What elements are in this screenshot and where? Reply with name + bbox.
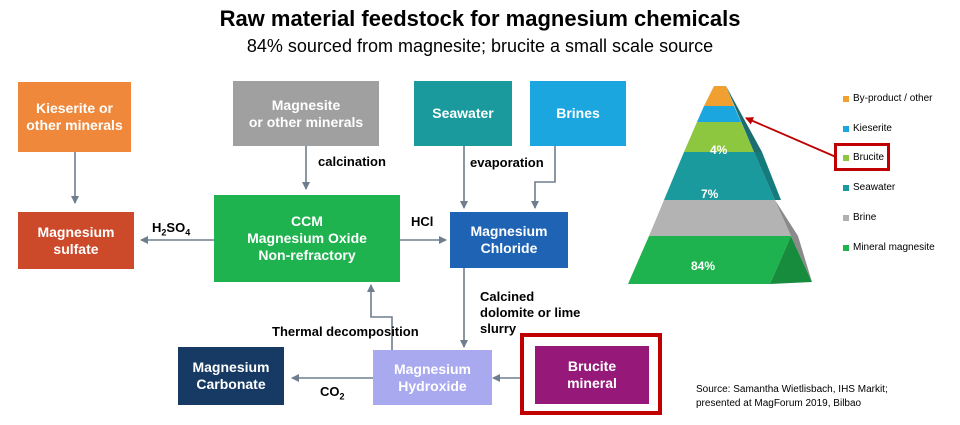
legend-label: Seawater [853, 182, 896, 193]
pyramid-front-brine [649, 200, 791, 236]
page-subtitle: 84% sourced from magnesite; brucite a sm… [246, 36, 714, 56]
pyramid-front-byproduct [704, 86, 734, 106]
evaporation-label: evaporation [470, 155, 544, 170]
kieserite-node: Kieserite or other minerals [18, 82, 131, 152]
magnesium-carbonate-node: Magnesium Carbonate [178, 347, 284, 405]
ccm-node: CCM Magnesium Oxide Non-refractory [214, 195, 400, 282]
seawater-node: Seawater [414, 81, 512, 146]
brucite-highlight-frame [520, 333, 662, 415]
page-title: Raw material feedstock for magnesium che… [219, 6, 741, 31]
legend-item-brucite: Brucite [843, 152, 884, 163]
pyramid-front-brucite [684, 122, 754, 152]
calcined-dolomite-label: Calcined dolomite or lime slurry [480, 289, 581, 336]
pyramid-side-seawater [754, 152, 781, 200]
legend-swatch [843, 154, 849, 161]
legend-label: Mineral magnesite [853, 242, 935, 253]
hcl-label: HCl [411, 214, 434, 229]
legend-swatch [843, 184, 849, 191]
legend-swatch [843, 125, 849, 132]
pyramid-front-magnesite [628, 236, 791, 284]
kieserite-label: Kieserite or other minerals [26, 100, 123, 133]
seawater-label: Seawater [432, 105, 494, 121]
legend-item-brine: Brine [843, 212, 876, 223]
magnesium-hydroxide-node: Magnesium Hydroxide [373, 350, 492, 405]
legend-item-seawater: Seawater [843, 182, 895, 193]
co2-sub: 2 [339, 391, 345, 402]
brines-label: Brines [556, 105, 600, 121]
pyramid-front-seawater [664, 152, 775, 200]
thermal-decomposition-label: Thermal decomposition [272, 324, 419, 339]
pyramid-side-magnesite [770, 236, 812, 284]
legend-item-magnesite: Mineral magnesite [843, 242, 935, 253]
h2so4-sub2: 4 [185, 227, 191, 238]
h2so4-sub1: 2 [161, 227, 167, 238]
pyramid-side-upper [726, 86, 762, 152]
arrow-legend-to-pyramid [745, 117, 837, 158]
legend-swatch [843, 244, 849, 251]
co2-co: CO [320, 384, 340, 399]
calcination-label: calcination [318, 154, 386, 169]
pyramid-side-brine [775, 200, 812, 282]
magnesium-hydroxide-label: Magnesium Hydroxide [393, 360, 471, 394]
pyramid-label-seawater: 4% [710, 143, 728, 157]
arrow-brines-to-chloride [531, 146, 556, 209]
h2so4-h: H [152, 220, 162, 235]
magnesium-sulfate-node: Magnesium sulfate [18, 212, 134, 269]
brines-node: Brines [530, 81, 626, 146]
arrow-hydroxide-to-ccm [367, 284, 393, 350]
legend-swatch [843, 95, 849, 102]
legend-brucite-highlight [834, 143, 890, 171]
magnesium-sulfate-label: Magnesium sulfate [37, 223, 115, 257]
magnesium-carbonate-label: Magnesium Carbonate [192, 359, 270, 392]
legend-swatch [843, 214, 849, 221]
brucite-node: Brucite mineral [535, 346, 649, 404]
h2so4-label: H2SO4 [152, 220, 190, 241]
source-note: Source: Samantha Wietlisbach, IHS Markit… [696, 384, 888, 409]
magnesium-chloride-label: Magnesium Chloride [470, 223, 548, 256]
legend-label: By-product / other [853, 93, 933, 104]
legend-item-byproduct: By-product / other [843, 93, 932, 104]
pyramid-label-magnesite: 84% [691, 259, 715, 273]
h2so4-so: SO [166, 220, 186, 235]
magnesite-label: Magnesite or other minerals [248, 96, 364, 130]
legend-label: Kieserite [853, 123, 892, 134]
legend-item-kieserite: Kieserite [843, 123, 892, 134]
magnesium-chloride-node: Magnesium Chloride [450, 212, 568, 268]
co2-label: CO2 [320, 384, 345, 405]
magnesite-node: Magnesite or other minerals [233, 81, 379, 146]
legend-label: Brine [853, 212, 877, 223]
brucite-label: Brucite mineral [567, 358, 617, 391]
ccm-label: CCM Magnesium Oxide Non-refractory [247, 213, 367, 263]
pyramid-front-kieserite [697, 106, 741, 122]
pyramid-label-brine: 7% [701, 187, 719, 201]
legend-label: Brucite [853, 152, 885, 163]
